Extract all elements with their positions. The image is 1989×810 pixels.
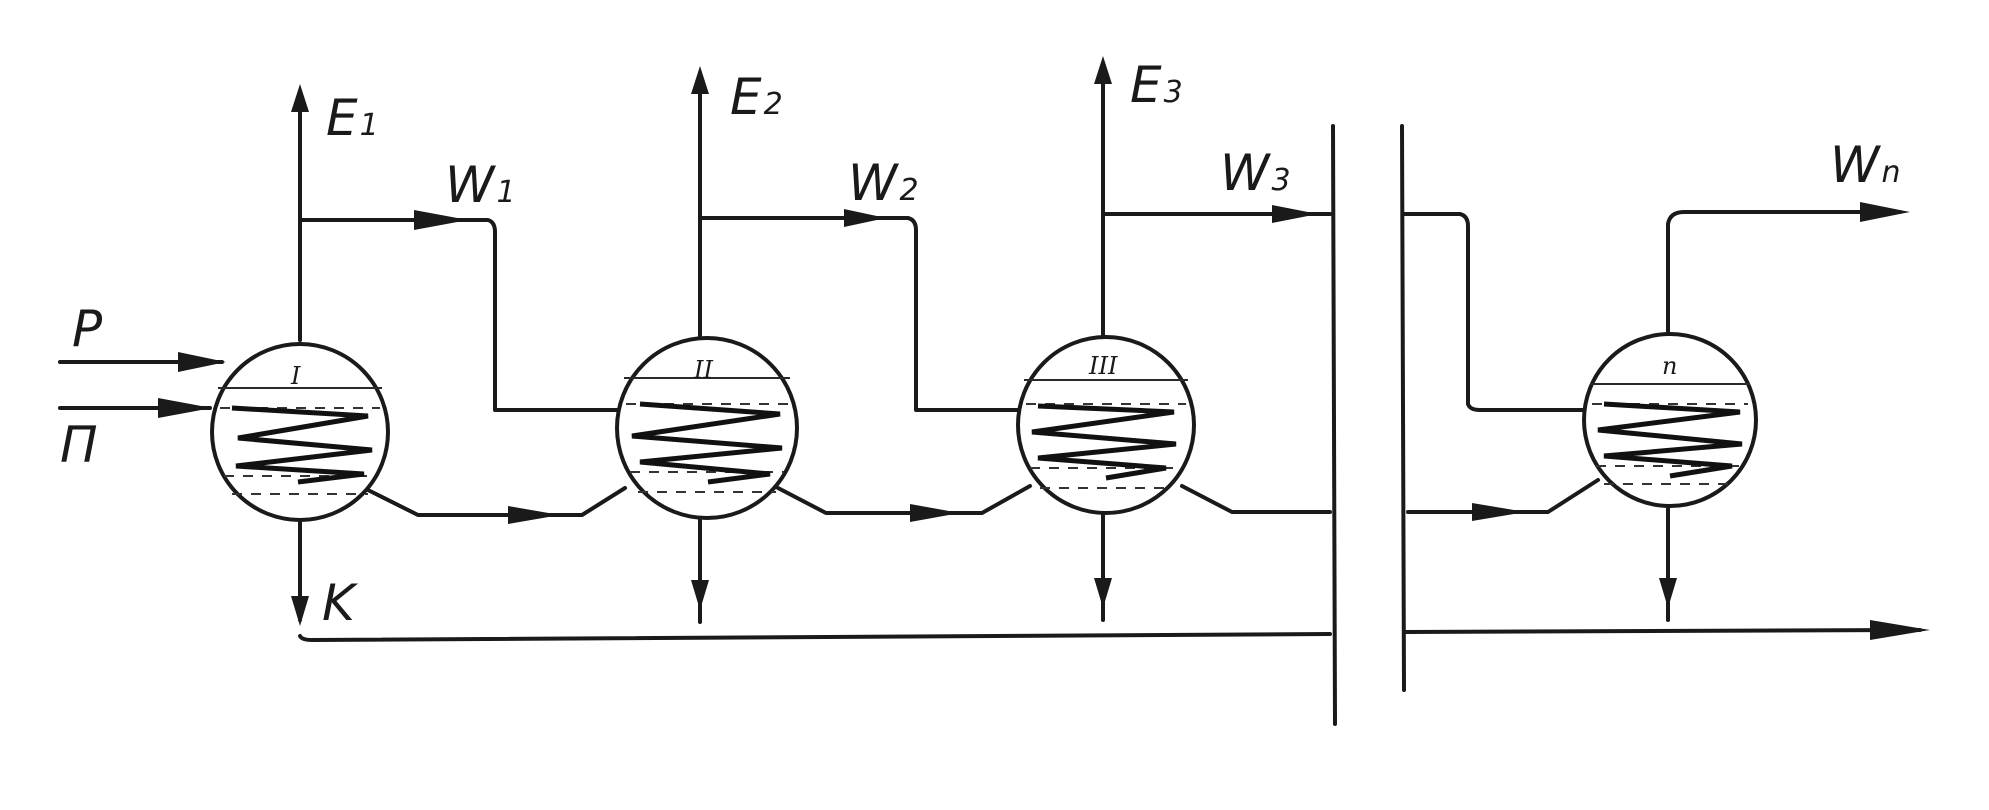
vapor-to-vessel-n [1403, 212, 1592, 412]
vessel-3-numeral: III [1088, 352, 1118, 380]
label-w1: W1 [445, 156, 516, 214]
label-e1: E1 [326, 89, 379, 147]
vessel-2-numeral: II [693, 356, 713, 384]
feed-inputs [58, 352, 226, 418]
stream-labels: P П K E1 E2 E3 W1 W2 W3 Wn [60, 56, 1900, 632]
label-w2: W2 [848, 154, 919, 212]
vapor-w2-line [698, 209, 1034, 412]
label-input-p: P [72, 300, 103, 358]
vessel-1-numeral: I [290, 362, 301, 390]
vessel-n: n [1582, 332, 1758, 508]
vapor-w3-line [1101, 205, 1332, 223]
label-e2: E2 [730, 68, 783, 126]
solution-transfer-lines [366, 478, 1600, 524]
arrow-up-e2 [691, 66, 709, 94]
vessel-2: II [615, 336, 799, 520]
arrow-down-k [291, 596, 309, 626]
arrow-up-e3 [1094, 56, 1112, 84]
arrow-up-e1 [291, 84, 309, 112]
label-w3: W3 [1220, 144, 1291, 202]
break-marks [1331, 124, 1406, 726]
vapor-wn-line [1666, 202, 1910, 338]
label-condensate-k: K [322, 574, 359, 632]
vessel-n-numeral: n [1662, 352, 1677, 380]
label-e3: E3 [1130, 56, 1183, 114]
label-input-pi: П [60, 416, 98, 474]
vapor-lines [291, 56, 1112, 342]
vessel-1: I [210, 342, 390, 522]
vapor-w1-line [298, 210, 632, 412]
vessel-3: III [1016, 335, 1196, 515]
label-wn: Wn [1830, 136, 1900, 194]
